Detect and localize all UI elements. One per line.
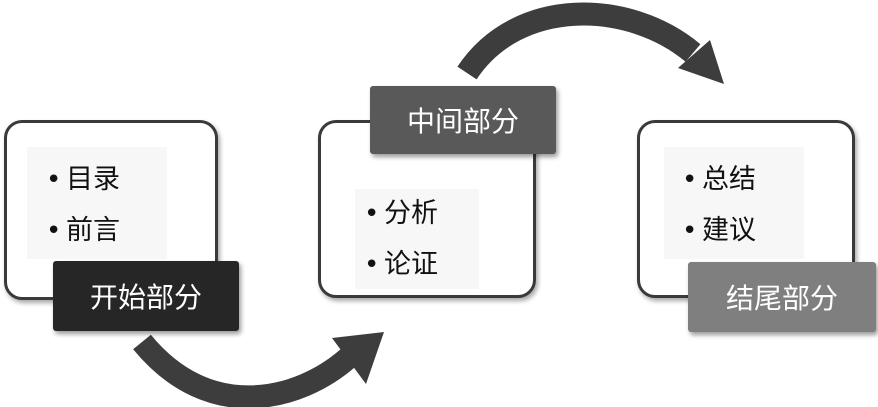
stage-title-end: 结尾部分 <box>688 262 876 332</box>
list-item: 建议 <box>682 217 756 244</box>
list-item: 总结 <box>682 166 756 193</box>
stage-items-start: 目录 前言 <box>46 166 120 268</box>
stage-title-middle: 中间部分 <box>370 86 556 154</box>
list-item: 前言 <box>46 217 120 244</box>
stage-title-start: 开始部分 <box>53 261 239 331</box>
curved-arrow-icon <box>133 332 384 407</box>
stage-items-middle: 分析 论证 <box>364 200 438 302</box>
list-item: 论证 <box>364 251 438 278</box>
stage-items-end: 总结 建议 <box>682 166 756 268</box>
list-item: 目录 <box>46 166 120 193</box>
list-item: 分析 <box>364 200 438 227</box>
curved-arrow-icon <box>457 2 724 84</box>
